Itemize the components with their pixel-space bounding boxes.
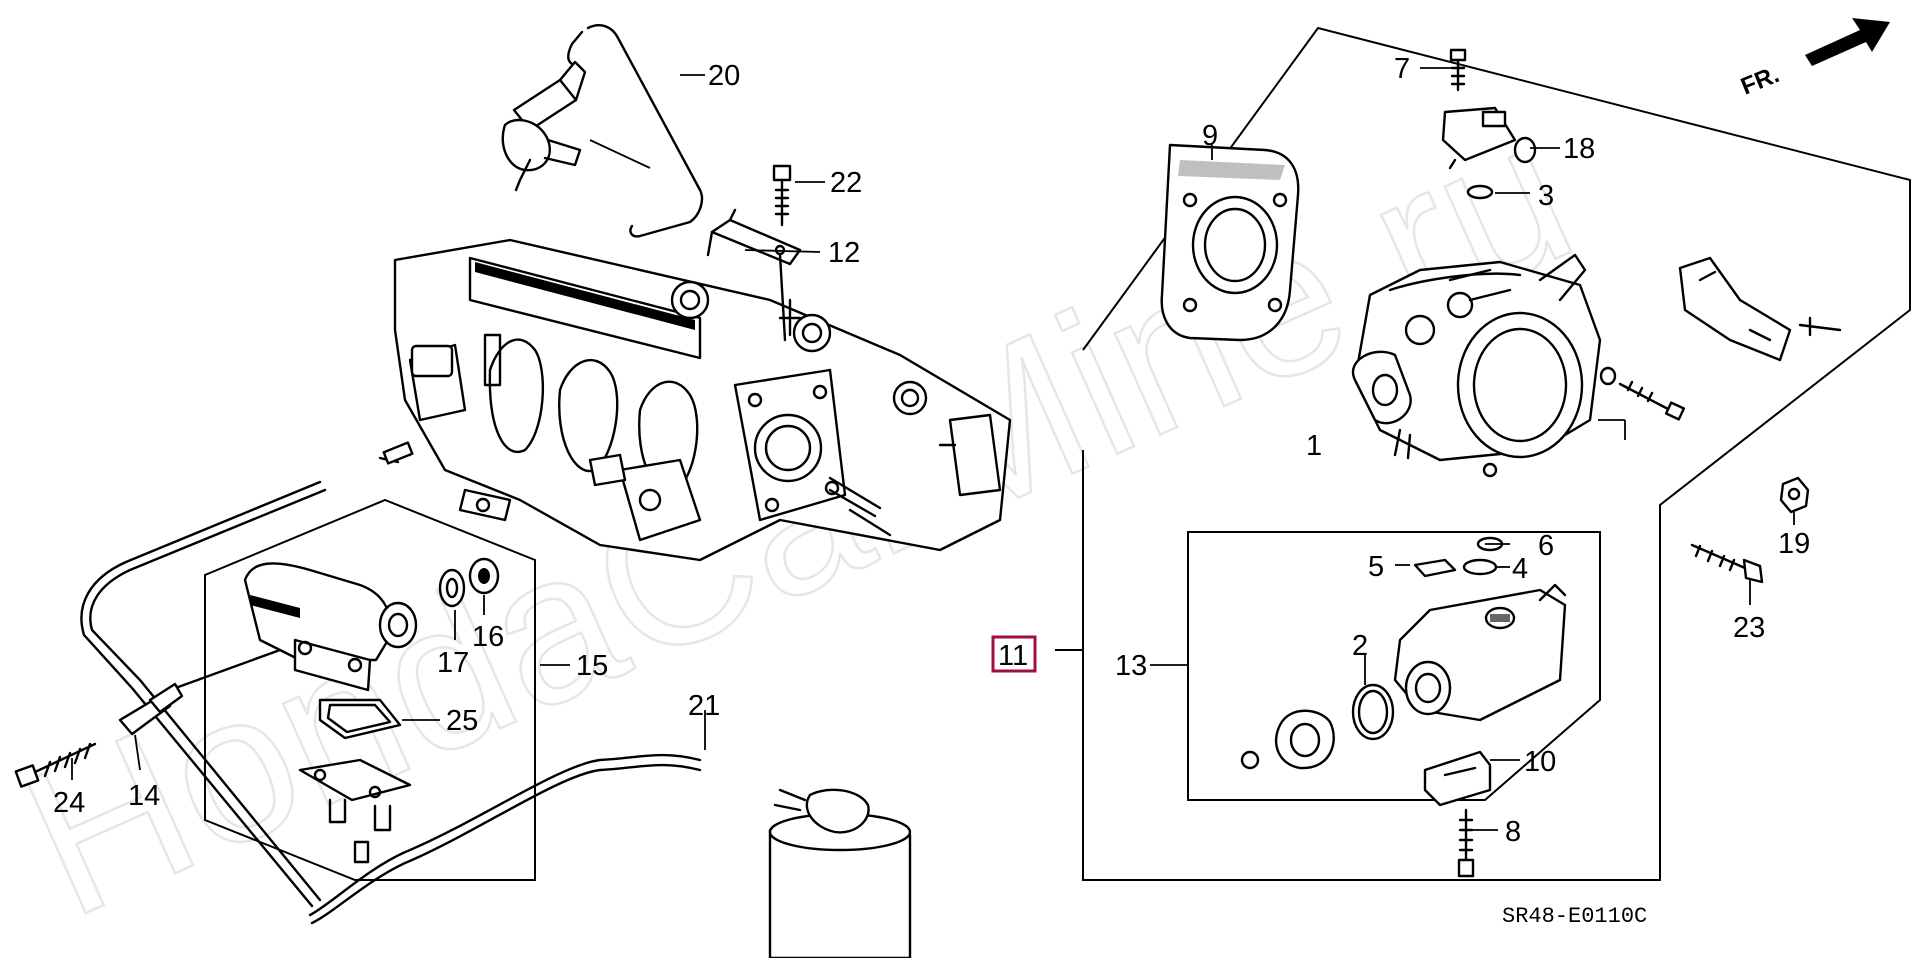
- fast-idle-valve-frame: [1187, 531, 1601, 801]
- map-sensor: [1441, 106, 1537, 170]
- throttle-body-gasket: [1160, 143, 1300, 342]
- callout-21[interactable]: 21: [688, 690, 720, 722]
- callout-11[interactable]: 11: [998, 640, 1028, 672]
- callout-10[interactable]: 10: [1524, 746, 1556, 778]
- callout-11-group[interactable]: 11: [991, 635, 1037, 673]
- callout-9[interactable]: 9: [1202, 120, 1218, 152]
- callout-19[interactable]: 19: [1778, 528, 1810, 560]
- gasket-5: [1413, 558, 1457, 578]
- callout-16[interactable]: 16: [472, 621, 504, 653]
- canister: [768, 788, 912, 960]
- fuel-pressure-regulator: [501, 24, 704, 238]
- callout-1[interactable]: 1: [1306, 430, 1322, 462]
- callout-25[interactable]: 25: [446, 705, 478, 737]
- idle-air-control-valve: [168, 562, 418, 692]
- fiv-cover: [1240, 709, 1335, 770]
- hose-connector: [118, 682, 184, 736]
- callout-8[interactable]: 8: [1505, 816, 1521, 848]
- screw-8: [1457, 808, 1475, 878]
- bolt-23: [1690, 543, 1764, 584]
- vacuum-hose: [80, 441, 414, 908]
- flange-bolt-24: [14, 742, 97, 788]
- nut-19: [1779, 476, 1810, 514]
- callout-3[interactable]: 3: [1538, 180, 1554, 212]
- callouts: 1 2 3 4 5 6 7 8 9 10 11 12 13 14 15 16 1…: [53, 53, 1810, 848]
- reference-code: SR48-E0110C: [1502, 904, 1647, 929]
- callout-2[interactable]: 2: [1352, 630, 1368, 662]
- callout-23[interactable]: 23: [1733, 612, 1765, 644]
- tb-bracket: [1678, 256, 1842, 362]
- callout-17[interactable]: 17: [437, 647, 469, 679]
- o-ring-17: [438, 568, 466, 608]
- callout-24[interactable]: 24: [53, 787, 85, 819]
- cover-plate: [298, 758, 412, 864]
- gasket-25: [318, 698, 402, 740]
- nut-16: [468, 557, 500, 595]
- o-ring-2: [1351, 683, 1395, 741]
- callout-11-highlight-box[interactable]: [991, 635, 1037, 673]
- o-ring-3: [1466, 184, 1494, 200]
- callout-12[interactable]: 12: [828, 237, 860, 269]
- callout-15[interactable]: 15: [576, 650, 608, 682]
- callout-4[interactable]: 4: [1512, 553, 1528, 585]
- throttle-body: [1351, 253, 1602, 478]
- callout-18[interactable]: 18: [1563, 133, 1595, 165]
- callout-5[interactable]: 5: [1368, 551, 1384, 583]
- callout-20[interactable]: 20: [708, 60, 740, 92]
- leader-lines: [71, 67, 1795, 831]
- front-direction-indicator: FR.: [1737, 18, 1890, 101]
- callout-14[interactable]: 14: [128, 780, 160, 812]
- intake-manifold: [378, 238, 1012, 562]
- seal-4: [1462, 558, 1498, 576]
- purge-hose: [308, 753, 702, 925]
- holder-10: [1423, 750, 1492, 807]
- callout-13[interactable]: 13: [1115, 650, 1147, 682]
- throttle-body-frame: [1055, 26, 1911, 881]
- screw-7: [1449, 48, 1467, 92]
- callout-22[interactable]: 22: [830, 167, 862, 199]
- fast-idle-valve: [1393, 583, 1567, 722]
- front-direction-label: FR.: [1737, 61, 1783, 101]
- callout-7[interactable]: 7: [1394, 53, 1410, 85]
- flange-bolt-22: [772, 164, 792, 227]
- callout-6[interactable]: 6: [1538, 530, 1554, 562]
- iacv-group-frame: [204, 498, 536, 881]
- throttle-bolt-1: [1599, 366, 1686, 421]
